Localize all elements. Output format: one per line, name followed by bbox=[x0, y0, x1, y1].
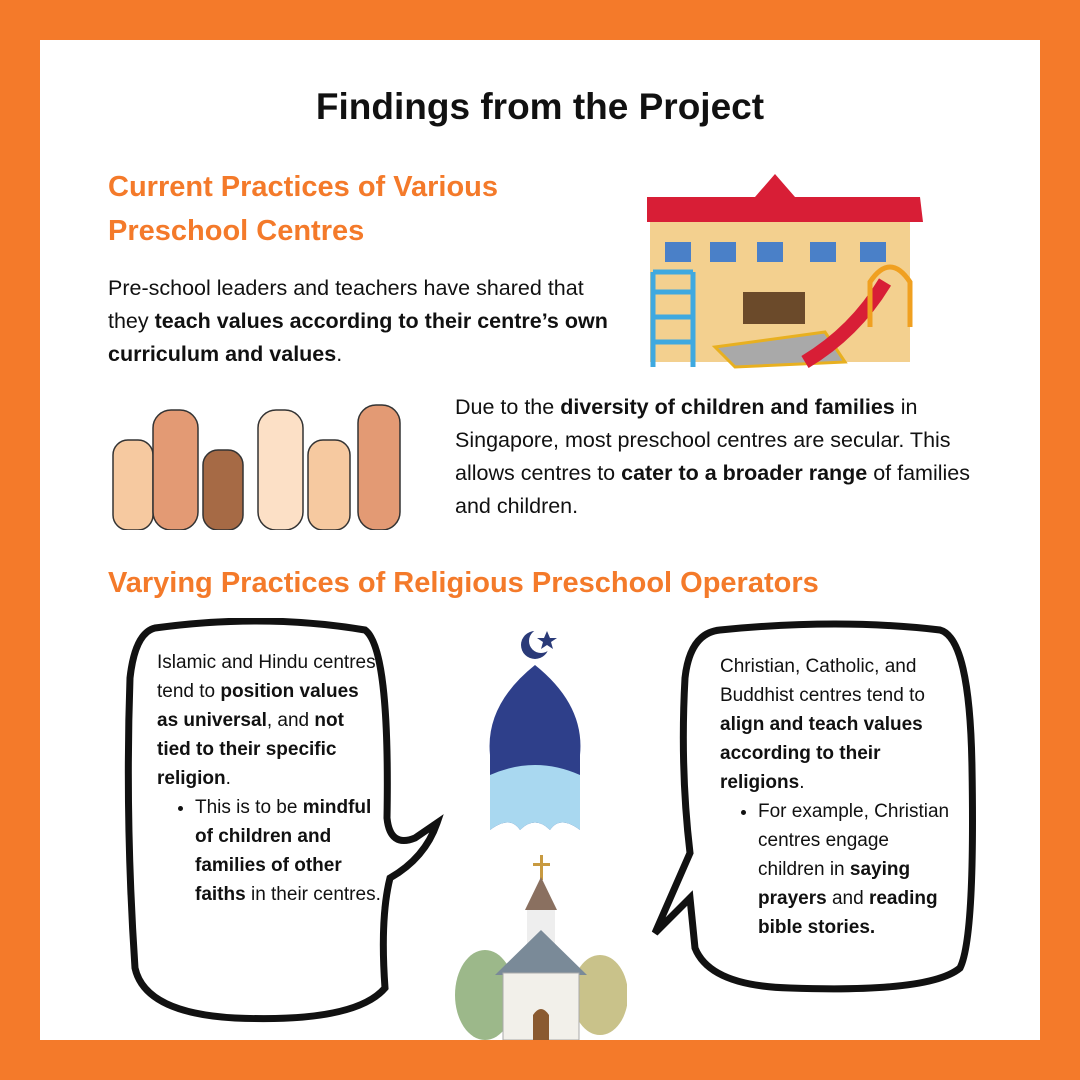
text: . bbox=[336, 342, 343, 366]
heading-line: Current Practices of Various bbox=[108, 171, 499, 203]
text: in Singapore, most preschool centres are… bbox=[455, 395, 951, 485]
section1-paragraph1: Pre-school leaders and teachers have sha… bbox=[108, 272, 608, 371]
text: and bbox=[826, 888, 869, 909]
bold-text: cater to a broader range bbox=[621, 461, 868, 485]
text: in their centres. bbox=[245, 884, 381, 905]
section2-heading: Varying Practices of Religious Preschool… bbox=[108, 567, 819, 599]
bold-text: reading bible stories. bbox=[758, 888, 938, 938]
text: . bbox=[225, 768, 231, 789]
right-speech-bubble bbox=[651, 620, 976, 993]
bold-text: not tied to their specific religion bbox=[157, 710, 344, 789]
raised-hands-illustration bbox=[112, 404, 401, 530]
page-title: Findings from the Project bbox=[315, 86, 765, 127]
bold-text: saying prayers bbox=[758, 859, 911, 909]
text: . bbox=[799, 772, 805, 793]
bold-text: mindful of children and families of othe… bbox=[195, 797, 372, 905]
bold-text: teach values according to their centre’s… bbox=[108, 309, 608, 366]
text: For example, Christian centres engage ch… bbox=[758, 801, 950, 880]
school-illustration bbox=[647, 174, 923, 369]
bullet-item: For example, Christian centres engage ch… bbox=[758, 797, 960, 942]
text: , and bbox=[266, 710, 315, 731]
bold-text: position values as universal bbox=[157, 681, 359, 731]
text: of families and children. bbox=[455, 461, 971, 518]
left-bubble-text: Islamic and Hindu centres tend to positi… bbox=[157, 648, 382, 909]
right-bubble-text: Christian, Catholic, and Buddhist centre… bbox=[720, 652, 960, 942]
text: Due to the bbox=[455, 395, 561, 419]
bold-text: align and teach values according to thei… bbox=[720, 714, 923, 793]
section1-heading: Current Practices of Various Preschool C… bbox=[108, 165, 498, 253]
text: This is to be bbox=[195, 797, 303, 818]
text: Christian, Catholic, and Buddhist centre… bbox=[720, 656, 925, 706]
bullet-item: This is to be mindful of children and fa… bbox=[195, 793, 382, 909]
heading-line: Preschool Centres bbox=[108, 215, 365, 247]
bold-text: diversity of children and families bbox=[560, 395, 895, 419]
mosque-illustration bbox=[489, 629, 581, 830]
text: Islamic and Hindu centres tend to bbox=[157, 652, 376, 702]
section1-paragraph2: Due to the diversity of children and fam… bbox=[455, 391, 975, 523]
church-illustration bbox=[455, 855, 627, 1040]
text: Pre-school leaders and teachers have sha… bbox=[108, 276, 584, 333]
left-speech-bubble bbox=[124, 618, 444, 1023]
